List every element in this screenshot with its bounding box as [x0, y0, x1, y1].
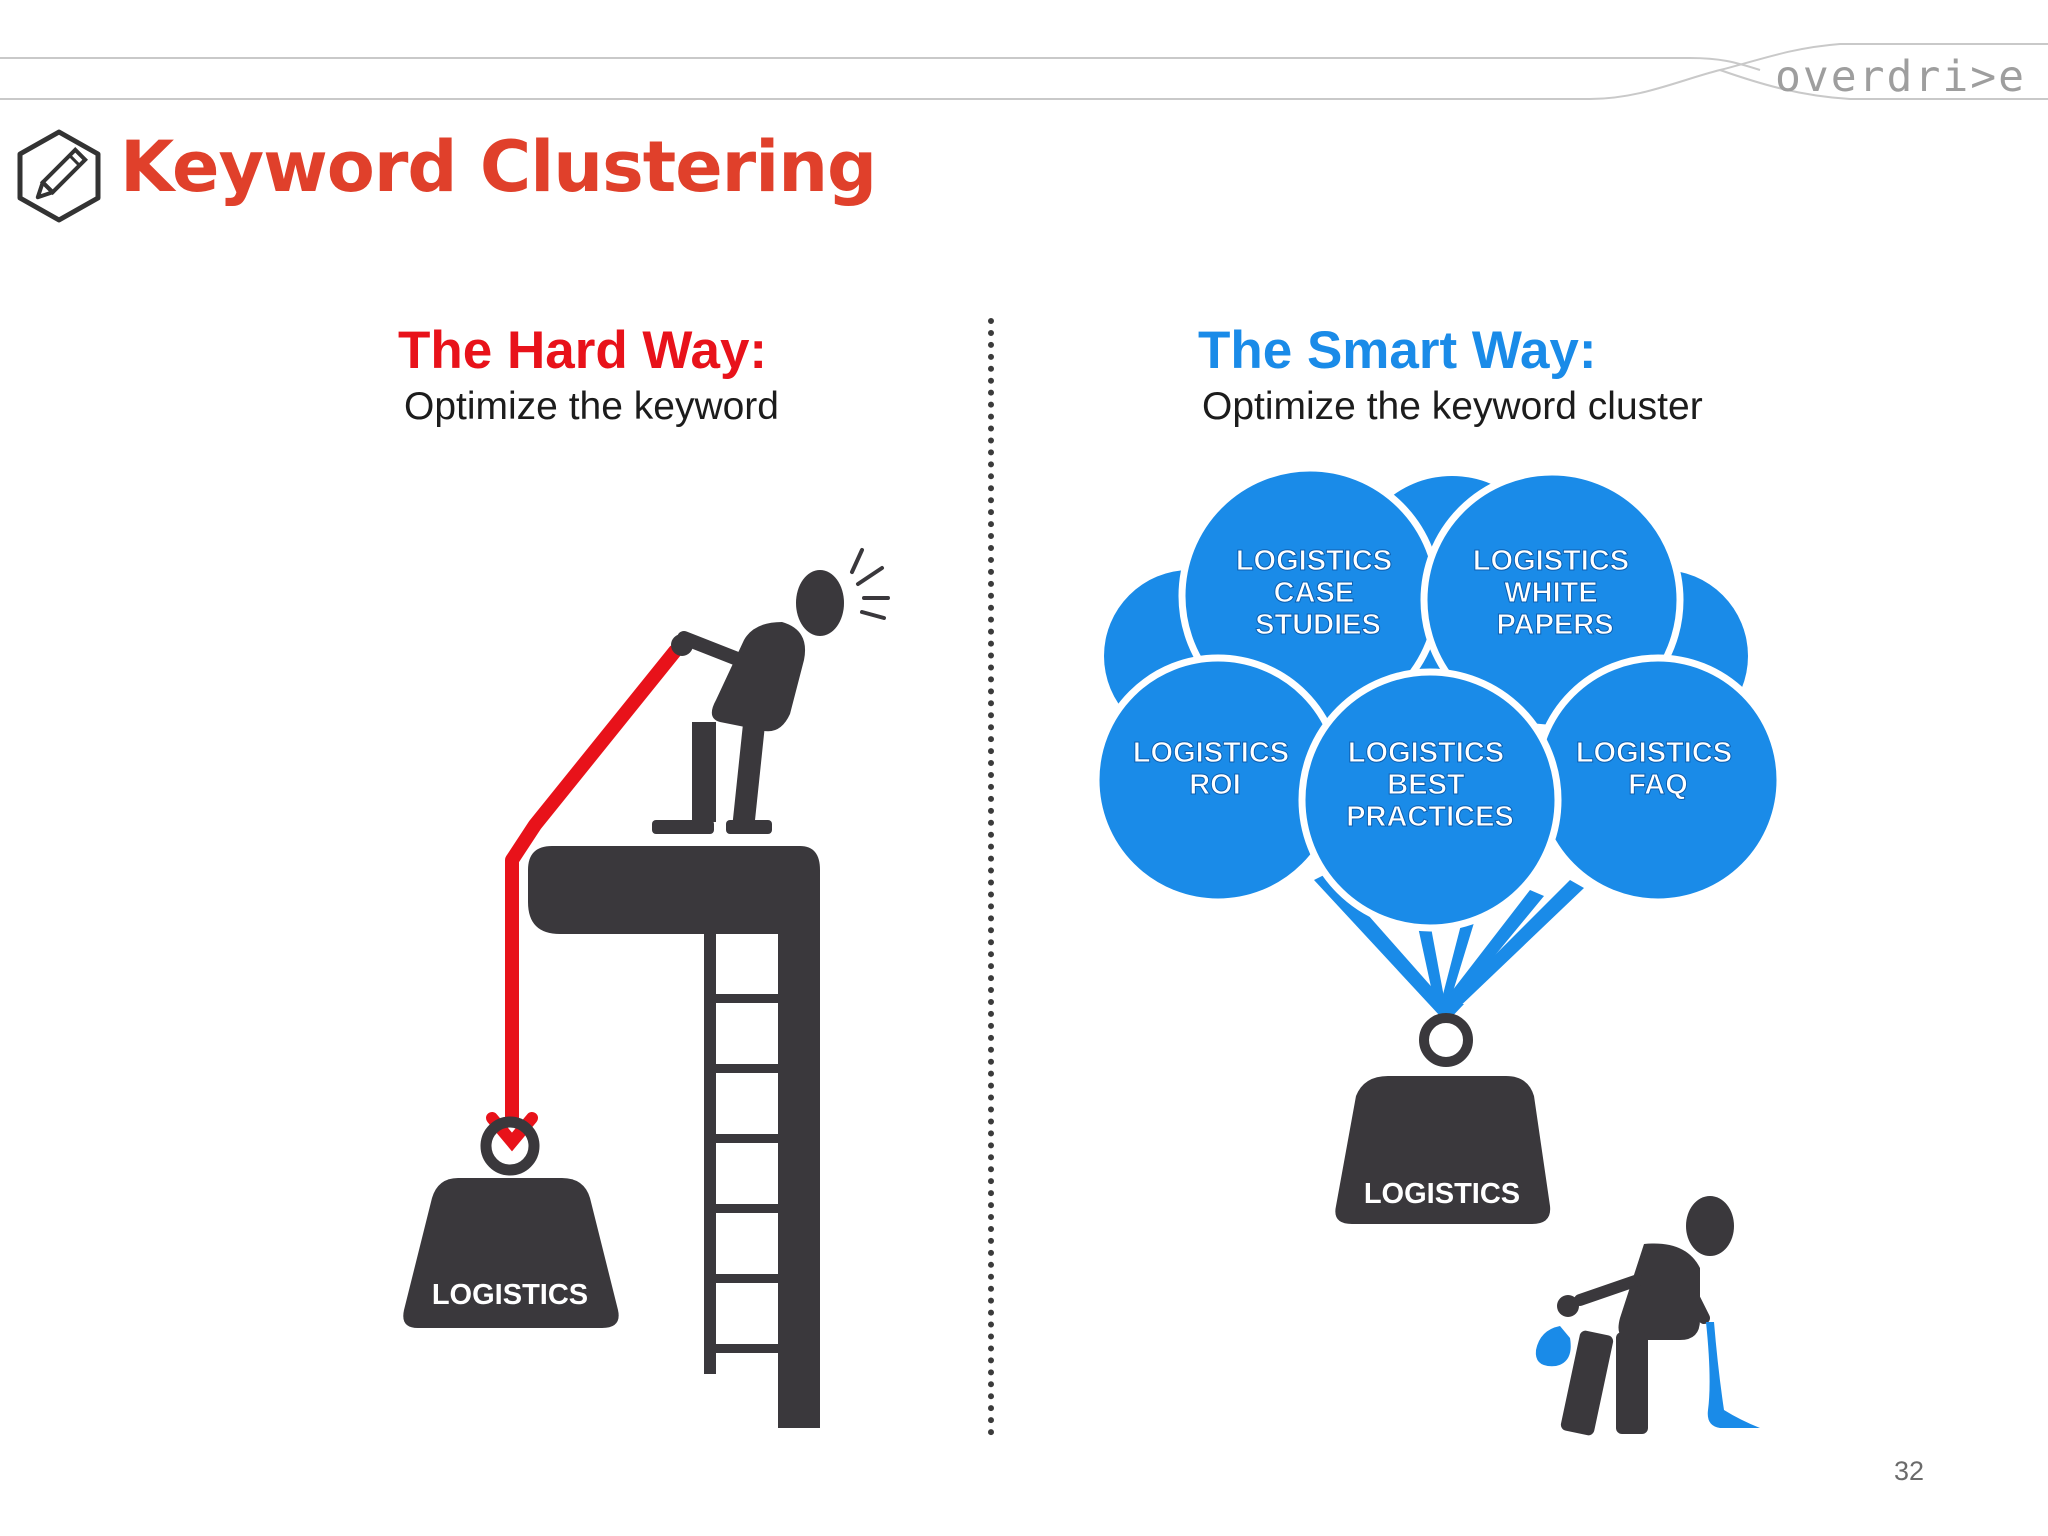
balloon-best-practices: LOGISTICS BEST PRACTICES: [1346, 737, 1514, 833]
balloon-case-studies: LOGISTICS CASE STUDIES: [1236, 545, 1400, 641]
hard-way-heading: The Hard Way:: [398, 321, 768, 380]
smart-way-subheading: Optimize the keyword cluster: [1202, 385, 1703, 428]
header-rule-lines: [0, 43, 2048, 100]
smart-way-weight-label: LOGISTICS: [1364, 1178, 1520, 1210]
balloon-faq: LOGISTICS FAQ: [1576, 737, 1740, 801]
man-pulling-figure: [652, 570, 844, 834]
hard-way-subheading: Optimize the keyword: [404, 385, 779, 428]
panel-divider: [988, 318, 994, 1436]
page-number: 32: [1893, 1456, 1924, 1486]
smart-way-heading: The Smart Way:: [1198, 321, 1597, 380]
hard-way-weight-label: LOGISTICS: [432, 1279, 588, 1311]
pencil-icon: [17, 129, 101, 223]
red-rope: [505, 645, 682, 1120]
hard-way-weight: [403, 1116, 619, 1328]
balloon-strings: [1314, 872, 1584, 1022]
stress-lines-icon: [850, 548, 890, 620]
balloon-white-papers: LOGISTICS WHITE PAPERS: [1473, 545, 1637, 641]
cliff-with-ladder: [528, 846, 820, 1428]
blue-bag-icon: [1535, 1322, 1760, 1428]
brand-logo: overdri>e: [1775, 52, 2026, 102]
slide-title: Keyword Clustering: [120, 126, 877, 208]
balloon-roi: LOGISTICS ROI: [1133, 737, 1297, 801]
relaxed-man-figure: [1557, 1196, 1734, 1436]
smart-way-weight: [1335, 1013, 1551, 1224]
balloon-cluster: [1092, 464, 1784, 932]
